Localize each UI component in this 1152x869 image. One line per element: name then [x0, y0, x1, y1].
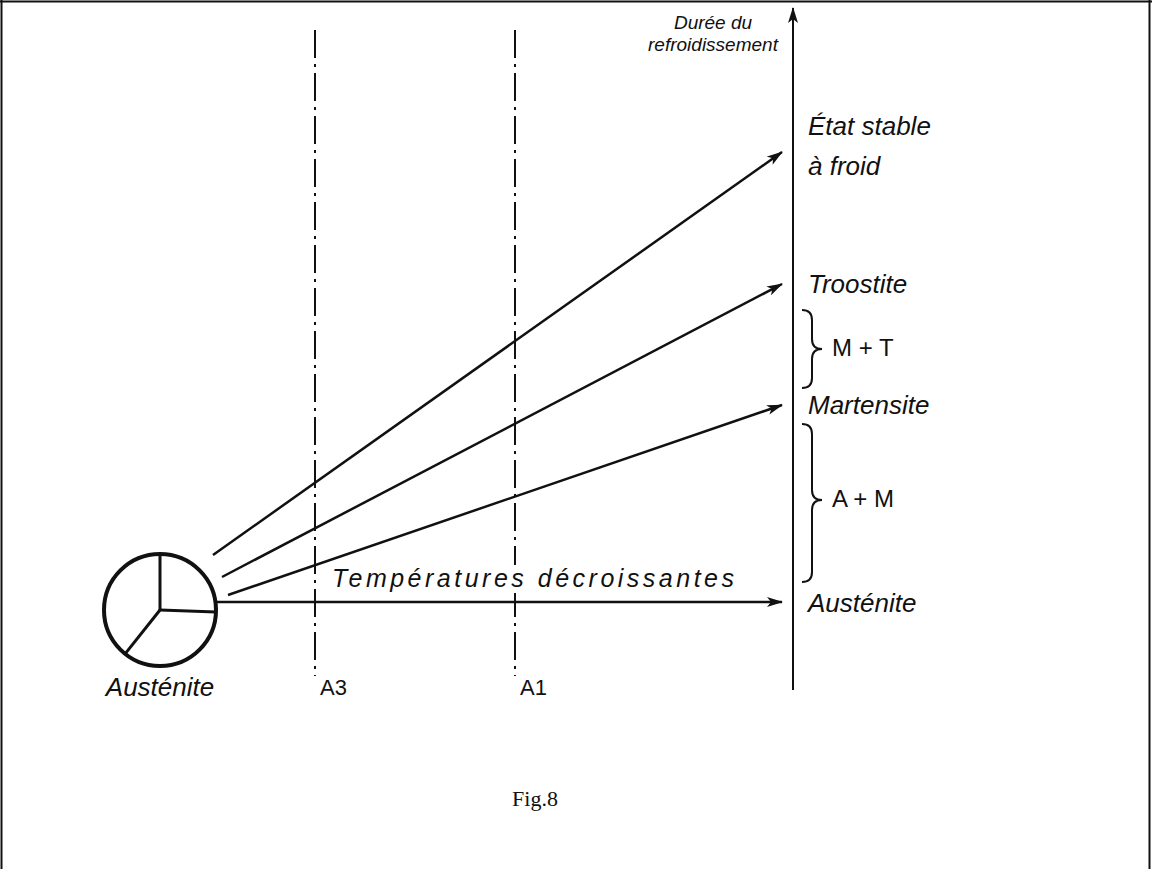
frame-line — [1149, 0, 1151, 869]
structure-name: État stable à froid — [806, 106, 941, 187]
grain-boundary — [160, 610, 216, 612]
axis-title: Durée du refroidissement — [638, 12, 788, 56]
grain-outline — [95, 550, 225, 670]
label-text: Durée du refroidissement — [638, 12, 788, 56]
time-axis — [792, 8, 794, 690]
brace — [802, 310, 822, 388]
caption-text: Fig.8 — [510, 786, 560, 812]
label-text: Températures décroissantes — [330, 565, 740, 593]
node-label: Austénite — [104, 673, 216, 703]
mixture-label: A + M — [830, 485, 896, 513]
label-text: A1 — [518, 676, 549, 700]
label-text: Austénite — [806, 589, 918, 618]
structure-name: Troostite — [806, 270, 909, 299]
cooling-arrow — [213, 152, 782, 555]
grain-boundary — [159, 554, 162, 610]
grain-circle: Austénite — [95, 550, 225, 670]
figure-caption: Fig.8 — [510, 786, 560, 812]
a3-line — [314, 30, 316, 676]
frame-line — [0, 1, 1152, 3]
grain-boundary — [125, 610, 160, 654]
mixture-label: M + T — [830, 334, 896, 362]
label-text: A + M — [830, 485, 896, 513]
label-text: État stable à froid — [806, 106, 941, 187]
label-text: Martensite — [806, 391, 931, 420]
cooling-arrow — [222, 284, 782, 577]
critical-point: A3 — [318, 676, 349, 700]
brace — [802, 424, 822, 582]
grain-circle-outline — [104, 554, 216, 666]
structure-name: Martensite — [806, 391, 931, 420]
cooling-arrow — [228, 405, 782, 595]
cooling-arrow — [216, 601, 782, 604]
structure-name: Austénite — [806, 589, 918, 618]
frame-line — [1, 0, 3, 869]
label-text: A3 — [318, 676, 349, 700]
critical-point: A1 — [518, 676, 549, 700]
label-text: Troostite — [806, 270, 909, 299]
label-text: M + T — [830, 334, 896, 362]
arrow-label: Températures décroissantes — [330, 565, 740, 593]
